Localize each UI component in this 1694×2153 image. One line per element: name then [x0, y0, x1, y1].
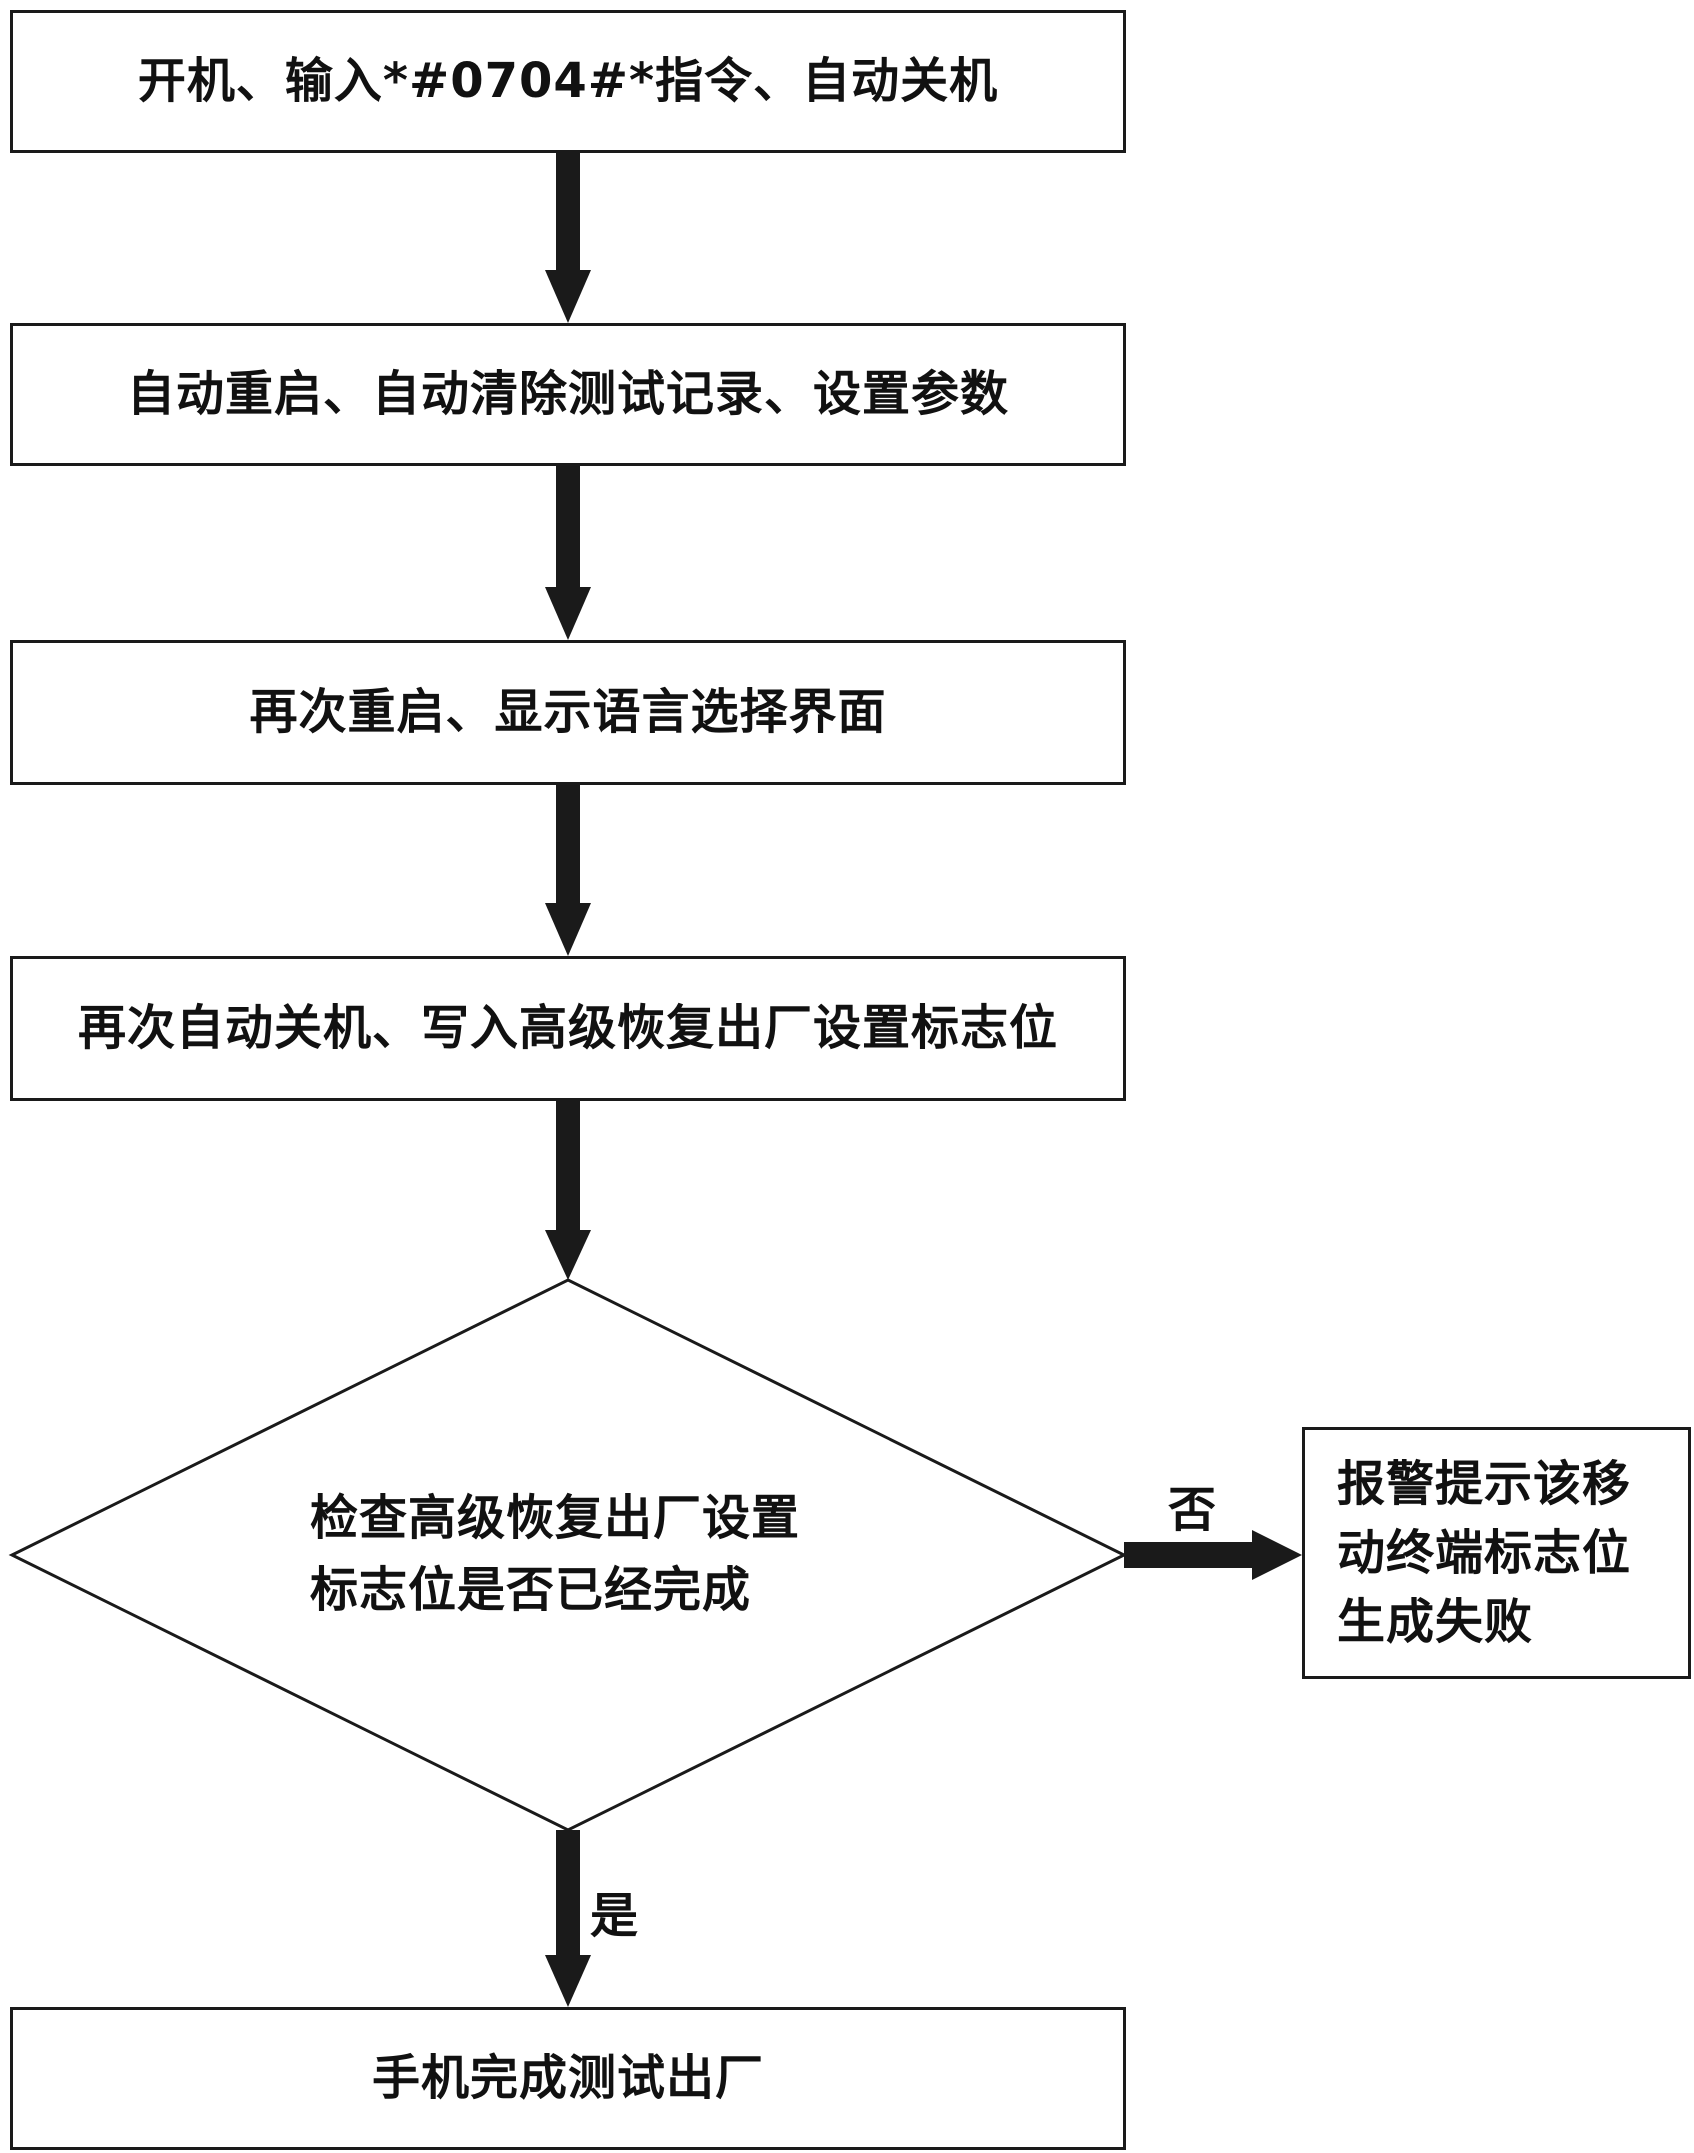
alarm-text-line3: 生成失败	[1337, 1593, 1534, 1650]
arrow-step1-to-step2	[545, 153, 591, 323]
step-label: 手机完成测试出厂	[371, 2049, 764, 2106]
alarm-failure-box: 报警提示该移 动终端标志位 生成失败	[1302, 1427, 1691, 1679]
branch-label-no: 否	[1168, 1482, 1217, 1538]
step-label: 自动重启、自动清除测试记录、设置参数	[126, 365, 1009, 422]
process-step-factory-complete: 手机完成测试出厂	[10, 2007, 1126, 2150]
branch-label-yes: 是	[590, 1888, 639, 1944]
decision-label-line2: 标志位是否已经完成	[310, 1562, 752, 1618]
alarm-text-line2: 动终端标志位	[1337, 1524, 1632, 1581]
alarm-text: 报警提示该移 动终端标志位 生成失败	[1337, 1450, 1631, 1657]
decision-label: 检查高级恢复出厂设置 标志位是否已经完成	[310, 1482, 850, 1626]
process-step-write-flag: 再次自动关机、写入高级恢复出厂设置标志位	[10, 956, 1126, 1101]
arrow-step4-to-decision	[545, 1101, 591, 1280]
step-label: 开机、输入*#0704#*指令、自动关机	[137, 52, 999, 109]
step-label: 再次重启、显示语言选择界面	[249, 683, 887, 740]
process-step-auto-restart: 自动重启、自动清除测试记录、设置参数	[10, 323, 1126, 466]
alarm-text-line1: 报警提示该移	[1337, 1455, 1632, 1512]
process-step-restart-language: 再次重启、显示语言选择界面	[10, 640, 1126, 785]
arrow-decision-to-alarm	[1124, 1530, 1302, 1580]
step-label: 再次自动关机、写入高级恢复出厂设置标志位	[77, 999, 1058, 1056]
process-step-power-on: 开机、输入*#0704#*指令、自动关机	[10, 10, 1126, 153]
arrow-step3-to-step4	[545, 785, 591, 956]
decision-label-line1: 检查高级恢复出厂设置	[310, 1490, 801, 1546]
arrow-step2-to-step3	[545, 466, 591, 640]
arrow-decision-to-final	[545, 1830, 591, 2007]
